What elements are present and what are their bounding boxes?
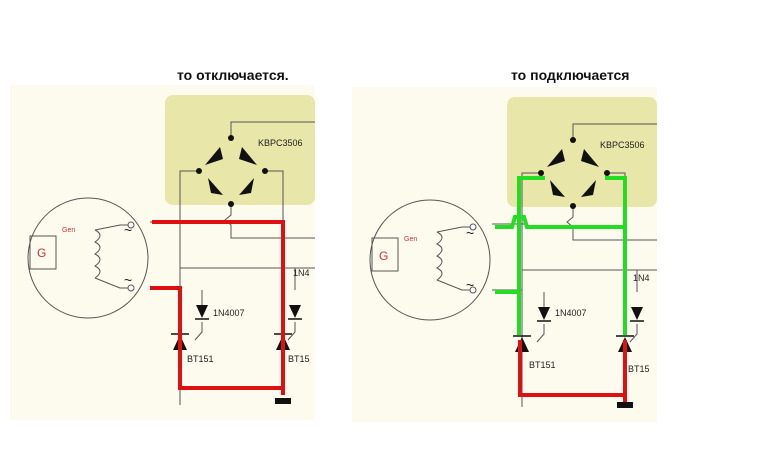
gen-symbol-right: G (379, 249, 388, 263)
thyristor2-label-left: BT15 (288, 354, 310, 364)
gen-symbol-left: G (37, 246, 46, 260)
caption-left: то отключается. (177, 67, 289, 83)
caption-right: то подключается (511, 67, 630, 83)
on-current-path (495, 176, 627, 335)
bridge-label-left: KBPC3506 (258, 138, 303, 148)
bridge-label-right: KBPC3506 (600, 140, 645, 150)
diode2-label-left: 1N4 (293, 268, 310, 278)
ac-left-1: ~ (124, 222, 132, 238)
ac-right-1: ~ (466, 225, 474, 241)
diode2-label-right: 1N4 (633, 273, 650, 283)
diode-label-left: 1N4007 (213, 308, 245, 318)
ac-left-2: ~ (124, 272, 132, 288)
diode-label-right: 1N4007 (555, 308, 587, 318)
gen-label-left: Gen (62, 227, 75, 234)
gen-label-right: Gen (404, 236, 417, 243)
off-current-path (150, 220, 285, 395)
ground-terminal-left (275, 398, 291, 404)
thyristor-label-left: BT151 (187, 354, 214, 364)
ground-terminal-right (617, 402, 633, 408)
thyristor2-label-right: BT15 (628, 364, 650, 374)
on-return-path (518, 340, 627, 405)
ac-right-2: ~ (466, 277, 474, 293)
thyristor-label-right: BT151 (529, 360, 556, 370)
